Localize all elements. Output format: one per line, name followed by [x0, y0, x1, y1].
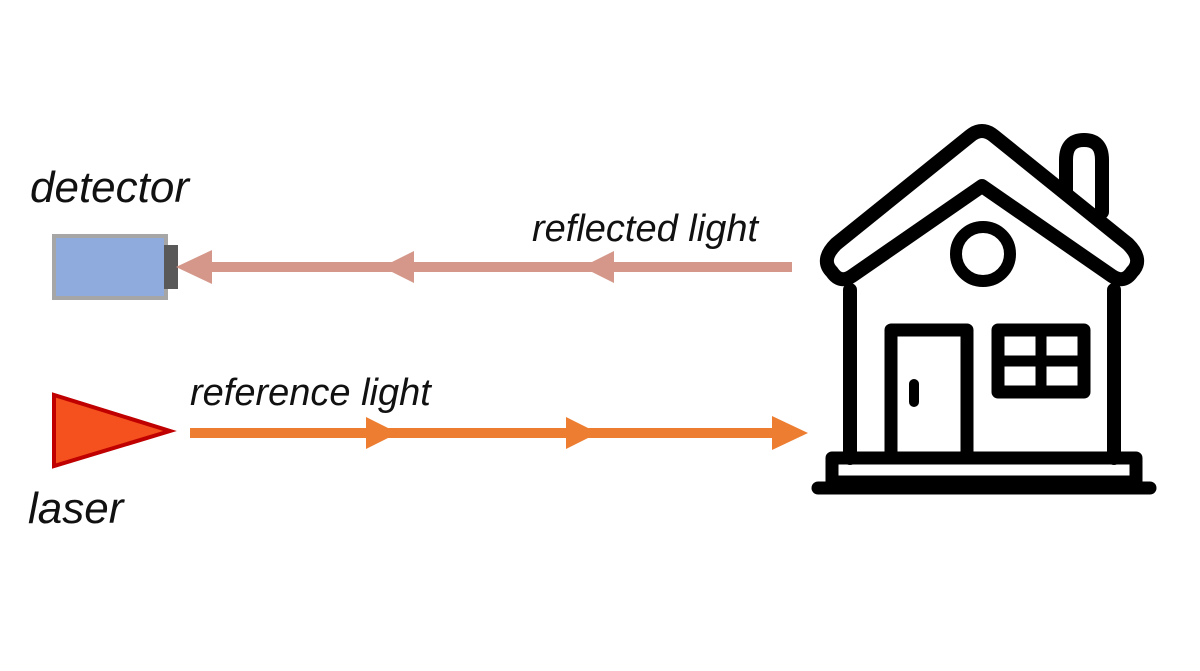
reflected-light-label: reflected light	[532, 208, 759, 250]
reference-light-beam	[190, 416, 808, 450]
reference-beam-arrowhead	[772, 416, 808, 450]
reference-beam-chevron	[566, 417, 598, 449]
reflected-light-beam	[176, 250, 792, 284]
laser-label: laser	[28, 484, 126, 533]
detector-body	[52, 234, 168, 300]
house-icon	[811, 124, 1157, 495]
reflected-beam-chevron	[382, 251, 414, 283]
house-chimney	[1059, 133, 1109, 219]
reference-light-label: reference light	[190, 372, 432, 414]
detector-window	[164, 245, 178, 289]
reflected-beam-chevron	[582, 251, 614, 283]
detector-label: detector	[30, 163, 191, 212]
house-attic-window	[950, 221, 1016, 287]
house-walls	[843, 283, 1121, 465]
house-door	[884, 323, 974, 465]
detector-icon	[52, 234, 178, 300]
house-porch	[825, 451, 1143, 489]
house-roof	[819, 124, 1145, 287]
laser-icon	[52, 392, 177, 469]
reference-beam-chevron	[366, 417, 398, 449]
reflected-beam-arrowhead	[176, 250, 212, 284]
